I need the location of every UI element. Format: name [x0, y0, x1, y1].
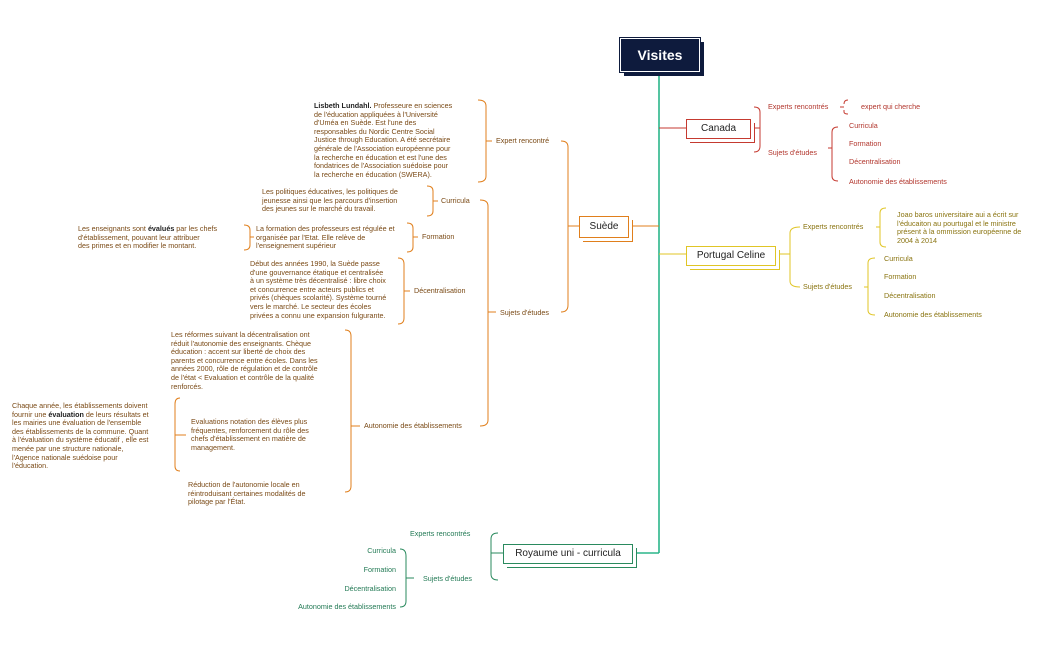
- node-portugal[interactable]: Portugal Celine: [686, 246, 776, 266]
- suede-autonomie-text2: Evaluations notation des élèves plus fré…: [191, 417, 309, 452]
- uk-subject-formation: Formation: [363, 565, 396, 574]
- node-suede-label: Suède: [589, 221, 619, 232]
- canada-expert-detail: expert qui cherche: [861, 102, 921, 111]
- suede-decentral-text: Début des années 1990, la Suède passe d'…: [250, 259, 387, 320]
- formation-sub-pre: Les enseignants sont: [78, 224, 148, 233]
- formation-sub-post: par les chefs d'établissement, pouvant l…: [78, 224, 218, 251]
- suede-expert-name: Lisbeth Lundahl.: [314, 101, 372, 110]
- uk-subject-decentralisation: Décentralisation: [344, 584, 396, 593]
- uk-subject-autonomie: Autonomie des établissements: [298, 602, 396, 611]
- root-node-visites[interactable]: Visites: [619, 37, 701, 73]
- suede-subjects-label: Sujets d'études: [500, 308, 549, 317]
- node-suede[interactable]: Suède: [579, 216, 629, 238]
- canada-subject-decentralisation: Décentralisation: [849, 157, 901, 166]
- uk-experts-label: Experts rencontrés: [410, 529, 471, 538]
- canada-subject-curricula: Curricula: [849, 121, 878, 130]
- suede-autonomie-label: Autonomie des établissements: [364, 421, 462, 430]
- node-canada[interactable]: Canada: [686, 119, 751, 139]
- autonomie-sub-post: de leurs résultats et les mairies une év…: [12, 409, 149, 471]
- suede-curricula-label: Curricula: [441, 196, 470, 205]
- suede-expert-bio: Professeure en sciences de l'éducation a…: [314, 101, 453, 179]
- portugal-subjects-label: Sujets d'études: [803, 282, 852, 291]
- suede-autonomie-text1: Les réformes suivant la décentralisation…: [171, 330, 318, 391]
- root-label: Visites: [637, 47, 683, 63]
- suede-formation-subnote: Les enseignants sont évalués par les che…: [78, 224, 218, 251]
- suede-expert-label: Expert rencontré: [496, 136, 550, 145]
- suede-curricula-text: Les politiques éducatives, les politique…: [262, 187, 398, 214]
- suede-formation-label: Formation: [422, 232, 455, 241]
- portugal-subject-autonomie: Autonomie des établissements: [884, 310, 982, 319]
- autonomie-sub-bold: évaluation: [48, 409, 84, 419]
- portugal-subject-decentralisation: Décentralisation: [884, 291, 936, 300]
- suede-formation-text: La formation des professeurs est régulée…: [256, 224, 395, 251]
- suede-autonomie-text3: Réduction de l'autonomie locale en réint…: [188, 480, 306, 507]
- formation-sub-bold: évalués: [147, 224, 175, 233]
- canada-subject-autonomie: Autonomie des établissements: [849, 177, 947, 186]
- portugal-subject-formation: Formation: [884, 272, 917, 281]
- portugal-experts-label: Experts rencontrés: [803, 222, 864, 231]
- portugal-subject-curricula: Curricula: [884, 254, 913, 263]
- node-canada-label: Canada: [700, 123, 737, 134]
- node-uk-label: Royaume uni - curricula: [515, 548, 621, 559]
- canada-subject-formation: Formation: [849, 139, 882, 148]
- suede-decentral-label: Décentralisation: [414, 286, 466, 295]
- node-portugal-label: Portugal Celine: [696, 250, 766, 261]
- autonomie-sub-pre: Chaque année, les établissements doivent…: [12, 401, 148, 419]
- canada-experts-label: Experts rencontrés: [768, 102, 829, 111]
- node-royaume-uni[interactable]: Royaume uni - curricula: [503, 544, 633, 564]
- canada-subjects-label: Sujets d'études: [768, 148, 817, 157]
- uk-subject-curricula: Curricula: [367, 546, 396, 555]
- suede-expert-text: Lisbeth Lundahl. Professeure en sciences…: [314, 101, 474, 179]
- uk-subjects-label: Sujets d'études: [423, 574, 472, 583]
- portugal-expert-detail: Joao baros universitaire aui a écrit sur…: [897, 210, 1022, 245]
- suede-autonomie-subnote: Chaque année, les établissements doivent…: [12, 401, 149, 471]
